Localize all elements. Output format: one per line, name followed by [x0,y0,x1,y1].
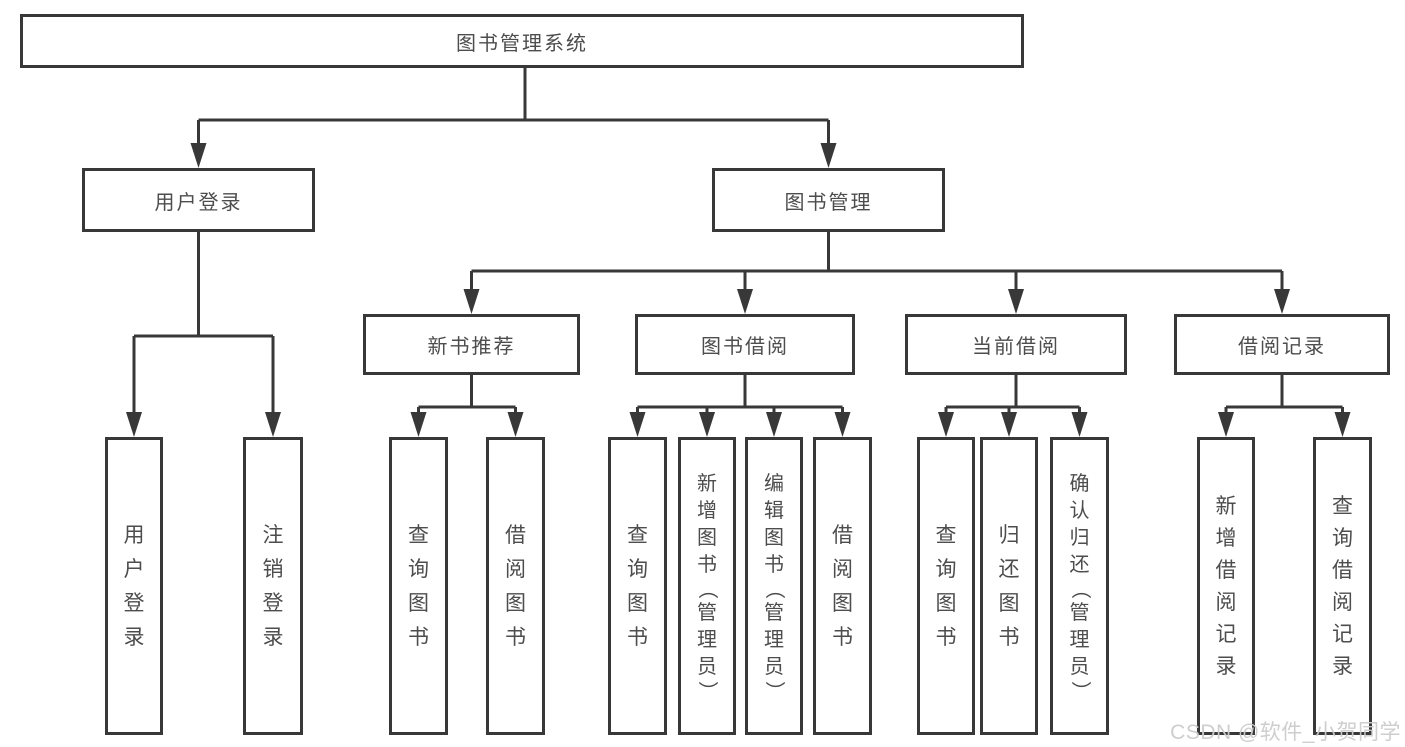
leaf-user-login: 用户登录 [105,437,163,735]
arrowhead [1008,289,1024,314]
connector-paths [132,68,1344,419]
arrowhead [1334,412,1351,437]
leaf-add-book-admin-label: 新增图书（管理员） [696,473,718,701]
node-root-label: 图书管理系统 [456,32,588,55]
connector-book-borrow-to-leaves [636,375,844,419]
arrowhead [834,412,851,437]
leaf-logout-label: 注销登录 [262,523,284,649]
arrowhead [737,289,753,314]
connector-borrow-records-to-leaves [1224,375,1344,419]
arrowhead [938,412,954,437]
node-new-book-recommend: 新书推荐 [363,314,580,375]
arrowhead [1071,412,1088,437]
leaf-return-book-label: 归还图书 [998,523,1020,649]
node-current-borrow-label: 当前借阅 [972,336,1060,358]
leaf-logout: 注销登录 [243,437,303,735]
arrowhead [463,289,480,314]
leaf-query-books-recommend-label: 查询图书 [408,523,429,649]
node-borrow-records: 借阅记录 [1174,314,1390,375]
arrowhead [1218,412,1234,437]
node-user-login-label: 用户登录 [154,191,243,214]
arrowhead [410,412,427,437]
arrowheads [126,143,1351,437]
arrowhead [699,412,715,437]
arrowhead [1274,289,1290,314]
leaf-confirm-return-admin-label: 确认归还（管理员） [1068,473,1091,701]
leaf-query-books-current: 查询图书 [917,437,975,735]
arrowhead [126,412,142,437]
leaf-borrow-books-recommend: 借阅图书 [486,437,545,735]
leaf-edit-book-admin: 编辑图书（管理员） [745,437,803,735]
leaf-add-borrow-record: 新增借阅记录 [1197,437,1255,735]
leaf-query-borrow-record: 查询借阅记录 [1313,437,1372,735]
node-book-borrow-label: 图书借阅 [701,336,789,358]
arrowhead [1001,412,1017,437]
arrowhead [820,143,837,168]
leaf-return-book: 归还图书 [980,437,1038,735]
leaf-query-books-borrow-label: 查询图书 [627,523,648,649]
arrowhead [265,412,281,437]
node-book-management-label: 图书管理 [784,191,873,214]
node-current-borrow: 当前借阅 [905,314,1127,375]
leaf-query-books-current-label: 查询图书 [935,523,957,649]
leaf-edit-book-admin-label: 编辑图书（管理员） [763,473,785,701]
arrowhead [190,143,207,168]
leaf-query-borrow-record-label: 查询借阅记录 [1332,494,1353,678]
leaf-user-login-label: 用户登录 [123,523,145,649]
node-book-borrow: 图书借阅 [635,314,855,375]
leaf-borrow-books-recommend-label: 借阅图书 [505,523,526,649]
leaf-query-books-recommend: 查询图书 [389,437,448,735]
node-user-login: 用户登录 [82,168,315,232]
leaf-confirm-return-admin: 确认归还（管理员） [1050,437,1109,735]
node-root: 图书管理系统 [20,14,1024,68]
leaf-add-borrow-record-label: 新增借阅记录 [1215,494,1237,678]
connector-user-login-to-leaves [132,232,275,419]
node-new-book-recommend-label: 新书推荐 [427,336,516,358]
leaf-borrow-books-label: 借阅图书 [832,523,853,649]
connector-new-book-recommend-to-leaves [417,375,517,419]
watermark: CSDN @软件_小贺同学 [1170,721,1401,744]
node-borrow-records-label: 借阅记录 [1238,336,1326,358]
leaf-add-book-admin: 新增图书（管理员） [678,437,736,735]
node-book-management: 图书管理 [712,168,945,232]
leaf-borrow-books: 借阅图书 [813,437,872,735]
connector-root-to-level2 [197,68,830,148]
leaf-query-books-borrow: 查询图书 [608,437,667,735]
arrowhead [629,412,646,437]
connector-book-management-to-level3 [470,232,1284,296]
arrowhead [507,412,524,437]
arrowhead [766,412,782,437]
